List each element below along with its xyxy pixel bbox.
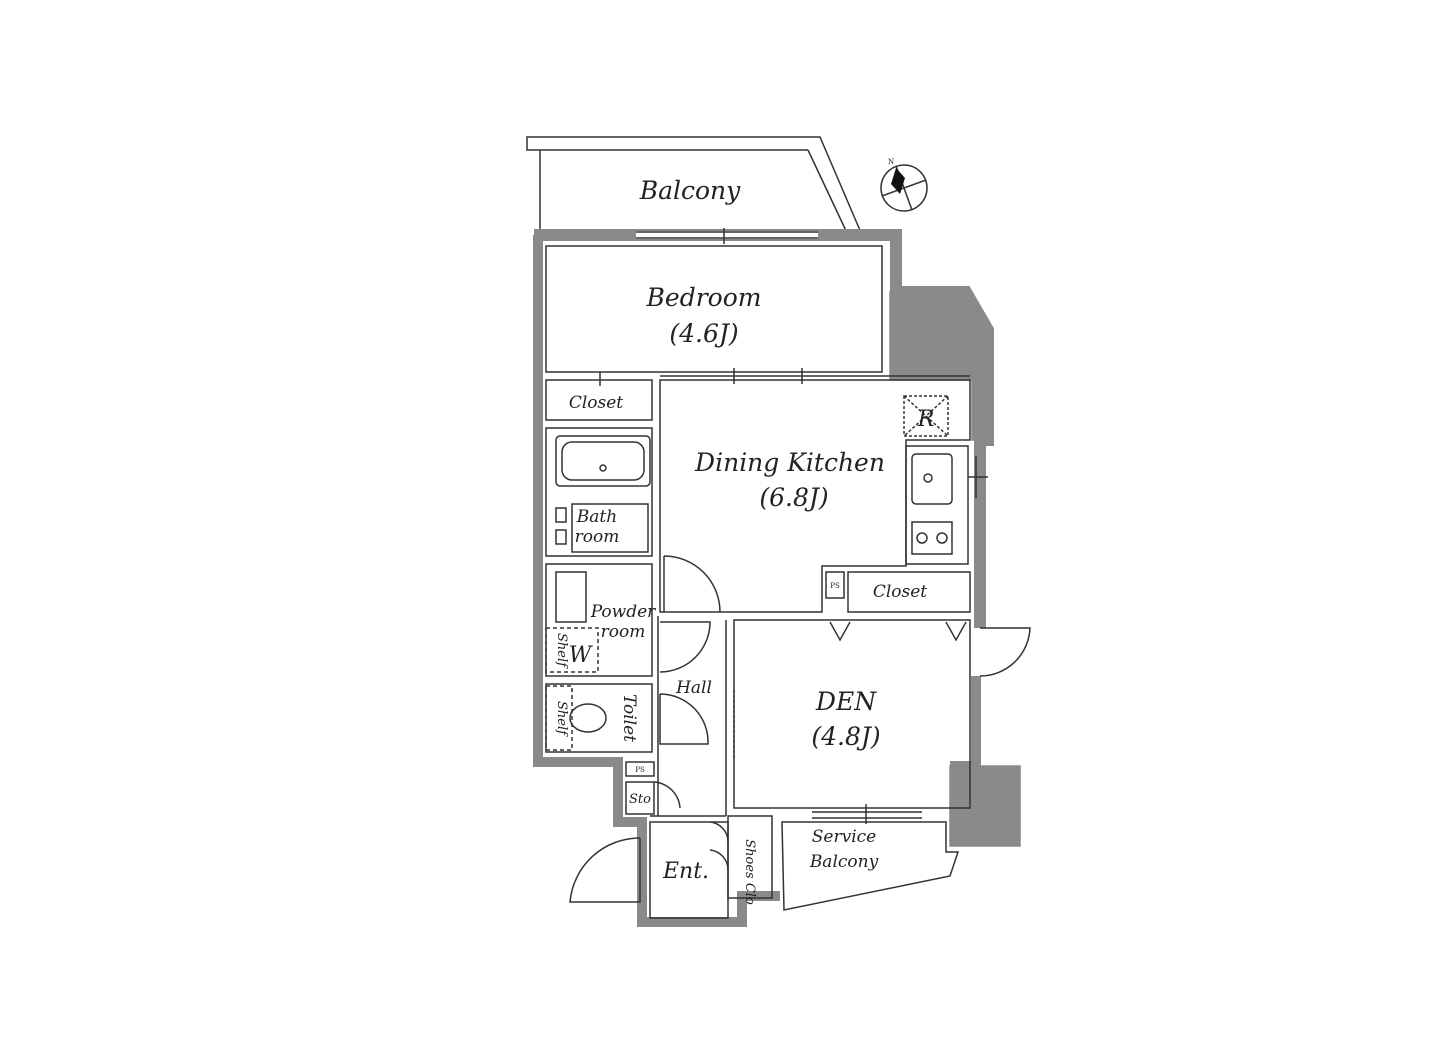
bath-fixture-2 [555, 529, 567, 545]
refrigerator-box [903, 395, 949, 437]
den-box [733, 619, 971, 809]
dining-kitchen-size: (6.8J) [759, 483, 828, 512]
bathroom-box [545, 427, 653, 557]
entrance-label: Ent. [662, 859, 709, 884]
kitchen-sink [911, 453, 953, 505]
bathroom-label-2: room [575, 527, 620, 547]
service-balcony-outline [781, 821, 960, 911]
service-balcony-label-1: Service [812, 827, 876, 847]
powder-sink [555, 571, 587, 623]
storage-box [625, 781, 655, 815]
ps-kitchen-box [825, 571, 845, 599]
compass-letter: N [888, 158, 894, 166]
closet-right-box [847, 571, 971, 613]
den-size: (4.8J) [811, 722, 880, 751]
sink-drain [923, 473, 933, 483]
balcony-label: Balcony [639, 176, 741, 205]
balcony-inner-slope [807, 149, 849, 236]
toilet-label: Toilet [619, 694, 639, 742]
closet-right-label: Closet [873, 582, 927, 602]
door-den-exterior [979, 627, 1031, 677]
ps-kitchen-label: PS [830, 582, 840, 590]
balcony-outline [526, 136, 863, 236]
kitchen-counter [905, 445, 969, 565]
bedroom-size: (4.6J) [669, 319, 738, 348]
powder-room-box [545, 563, 653, 677]
door-powder-to-hall [659, 621, 711, 673]
service-balcony-label-2: Balcony [809, 852, 879, 872]
shoes-closet-box [727, 815, 773, 899]
powder-label-2: room [601, 622, 646, 642]
door-den-closet-right [945, 621, 967, 642]
bathtub-inner [561, 441, 645, 481]
bath-floor [571, 503, 649, 553]
shelf-powder-label: Shelf [554, 633, 569, 669]
burner-1 [916, 532, 928, 544]
bathroom-label-1: Bath [576, 507, 617, 527]
dining-kitchen-label: Dining Kitchen [694, 448, 885, 477]
compass-circle [880, 164, 928, 212]
door-entrance [569, 837, 641, 903]
refrigerator-label: R [917, 407, 935, 432]
washer-area [545, 627, 599, 673]
bathtub-outer [555, 435, 651, 487]
plan-lines [526, 136, 1031, 927]
washer-label: W [569, 643, 594, 668]
bedroom-box [545, 245, 883, 373]
bedroom-label: Bedroom [646, 283, 762, 312]
shelf-toilet-label: Shelf [554, 701, 569, 737]
door-dining-to-hall [663, 555, 721, 613]
compass-cross [881, 179, 927, 197]
powder-label-1: Powder [590, 602, 656, 622]
ps-toilet-box [625, 761, 655, 777]
bath-fixture-1 [555, 507, 567, 523]
compass: N [880, 158, 928, 212]
shoes-closet-label: Shoes Clo [742, 839, 757, 905]
exterior-wall-left [533, 235, 780, 927]
column-block [949, 765, 1021, 847]
burner-2 [936, 532, 948, 544]
closet-left-label: Closet [569, 393, 623, 413]
dining-kitchen-box [659, 379, 971, 613]
toilet-shelf-area [545, 685, 573, 751]
door-den-closet-left [829, 621, 851, 642]
den-label: DEN [815, 687, 877, 716]
door-toilet-to-hall [659, 693, 709, 745]
toilet-bowl [569, 703, 607, 733]
exterior-wall-right-lower [950, 676, 981, 771]
storage-label: Sto [629, 792, 651, 807]
hall-label: Hall [675, 678, 712, 698]
door-shoes-closet [709, 821, 729, 871]
closet-left-box [545, 379, 653, 421]
ps-toilet-label: PS [635, 766, 645, 774]
stove [911, 521, 953, 555]
compass-pointer [891, 168, 905, 194]
bathtub-drain [599, 464, 607, 472]
